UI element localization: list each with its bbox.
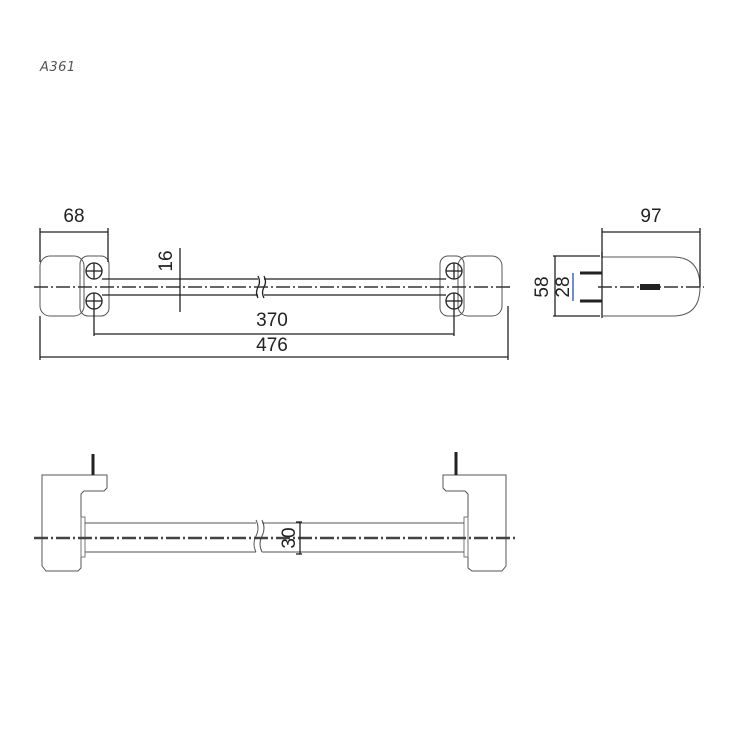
front-view: 30 bbox=[34, 452, 516, 572]
right-screw-holes-icon bbox=[445, 262, 463, 310]
front-break-mark-icon bbox=[253, 519, 259, 553]
left-bracket bbox=[41, 474, 108, 572]
dim-bar-height: 30 bbox=[279, 527, 300, 548]
model-code-label: A361 bbox=[40, 60, 76, 75]
right-bracket bbox=[442, 474, 507, 572]
dim-hole-spacing: 370 bbox=[256, 310, 288, 331]
left-end-cap bbox=[39, 255, 85, 317]
dim-bar-diameter: 16 bbox=[156, 250, 177, 271]
dim-base-height: 58 bbox=[532, 276, 553, 297]
right-end-cap bbox=[457, 255, 503, 317]
right-mount-plate bbox=[439, 255, 465, 317]
set-screw-icon bbox=[640, 284, 660, 290]
dim-overall-length: 476 bbox=[256, 335, 288, 356]
dim-screw-spacing: 28 bbox=[553, 276, 574, 297]
top-view: 68 16 370 476 bbox=[34, 206, 512, 360]
left-screw-holes-icon bbox=[85, 262, 103, 310]
side-view: 97 58 28 bbox=[532, 206, 704, 318]
dim-projection: 97 bbox=[640, 206, 661, 227]
dim-mount-width: 68 bbox=[63, 206, 84, 227]
